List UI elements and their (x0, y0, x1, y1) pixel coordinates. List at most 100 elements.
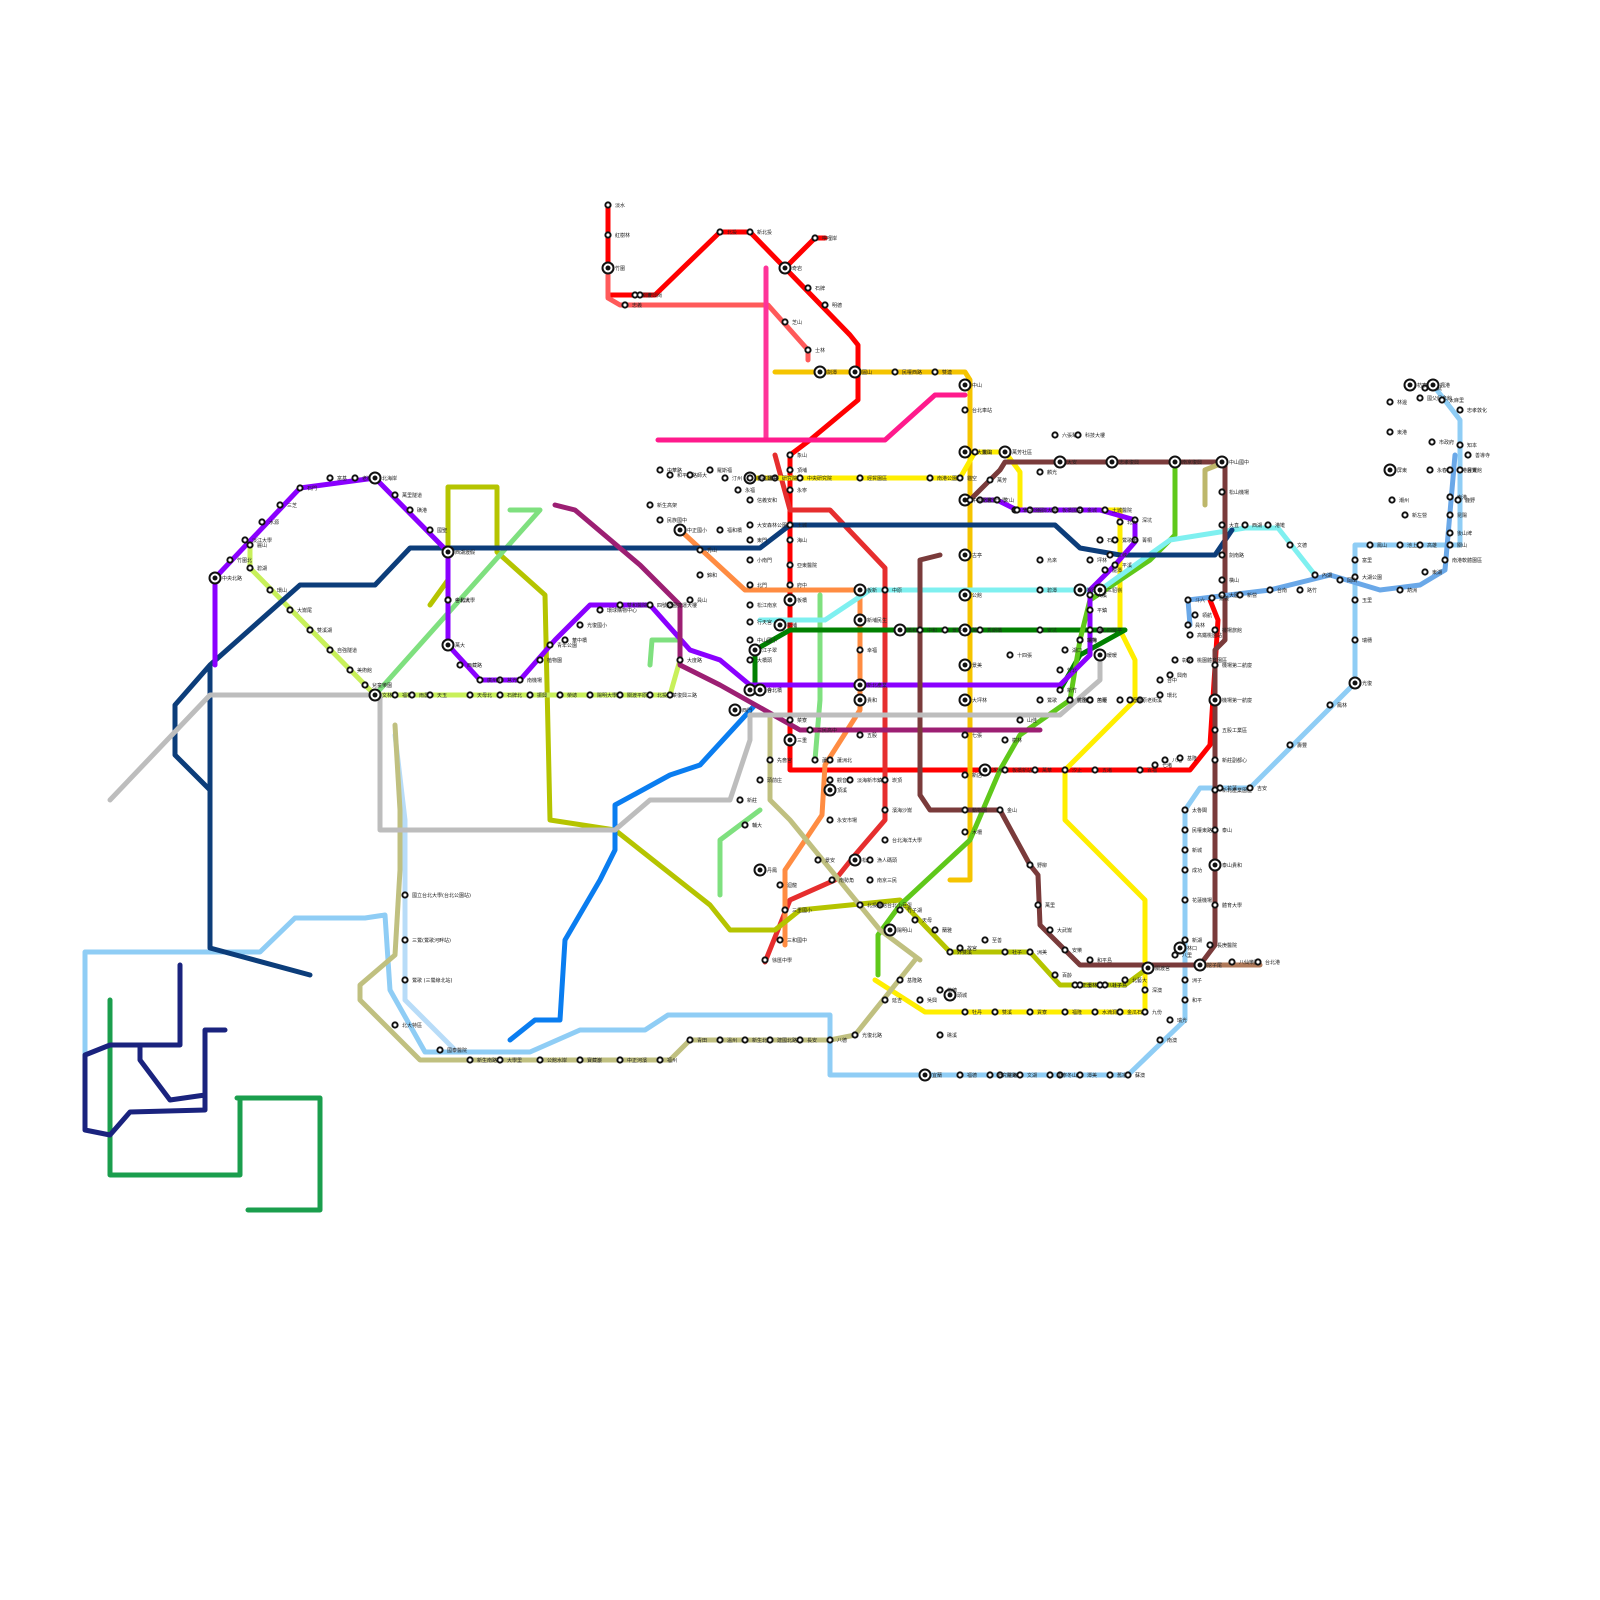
station-s139[interactable]: 興南 (1166, 671, 1187, 679)
station-s047[interactable]: 內湖 (1311, 571, 1332, 579)
station-s089[interactable]: 輔大 (741, 821, 762, 829)
station-s127[interactable]: 泰山 (1211, 826, 1232, 834)
station-s011[interactable]: 石牌 (804, 284, 825, 292)
station-s126[interactable]: 泰山貴和 (1208, 858, 1243, 872)
station-s179[interactable]: 新北產業 (853, 678, 888, 692)
station-s078[interactable]: 北門 (746, 581, 767, 589)
station-s038[interactable]: 忠孝復興 (1105, 455, 1140, 469)
station-s087[interactable]: 頭前庄 (756, 776, 782, 784)
station-s289[interactable]: 福和橋 (716, 526, 742, 534)
station-s094[interactable]: 徐匯中學 (761, 956, 792, 964)
station-s141[interactable]: 老街溪 (1136, 696, 1162, 704)
station-s212[interactable]: 和平 (1181, 996, 1202, 1004)
station-s222[interactable]: 玉里 (1351, 596, 1372, 604)
station-s214[interactable]: 新城 (1181, 846, 1202, 854)
station-s373[interactable]: 西湖渡假 (441, 545, 476, 559)
station-s161[interactable]: 三貂嶺 (1093, 583, 1123, 597)
station-s202[interactable]: 貢寮 (1026, 1008, 1047, 1016)
station-s046[interactable]: 文德 (1286, 541, 1307, 549)
station-s105[interactable]: 陽明山 (883, 923, 913, 937)
station-s140[interactable]: 環北 (1156, 691, 1177, 699)
station-s349[interactable]: 福林 (391, 691, 412, 699)
station-s326[interactable]: 基隆路 (896, 976, 922, 984)
station-s182[interactable]: 蘆洲北 (826, 756, 852, 764)
station-s305[interactable]: 萬大 (441, 638, 466, 652)
station-s194[interactable]: 和平島 (1086, 956, 1112, 964)
station-s317[interactable]: 福州 (656, 1056, 677, 1064)
station-s271[interactable]: 指南宮 (966, 496, 992, 504)
station-s061[interactable]: 西門 (728, 703, 753, 717)
station-s374[interactable]: 中和坑 (444, 596, 470, 604)
station-s343[interactable]: 大崙尾 (286, 606, 312, 614)
station-s198[interactable]: 九份 (1141, 1008, 1162, 1016)
station-s148[interactable]: 浮洲 (978, 763, 1003, 777)
station-s296[interactable]: 環球購物中心 (596, 606, 637, 614)
station-s282[interactable]: 新生高架 (646, 501, 677, 509)
station-s039[interactable]: 南京復興 (1168, 455, 1203, 469)
station-s032[interactable]: 萬芳社區 (998, 445, 1033, 459)
station-s332[interactable]: 康寧 (1046, 1071, 1067, 1079)
station-s007[interactable]: 北投 (716, 228, 737, 236)
station-s164[interactable]: 深坑 (1131, 516, 1152, 524)
station-s169[interactable]: 安坑 (1036, 626, 1057, 634)
station-s263[interactable]: 土城醫院 (1101, 506, 1132, 514)
station-s224[interactable]: 池上 (1396, 541, 1417, 549)
station-s278[interactable]: 舊莊 (758, 474, 779, 482)
station-s331[interactable]: 文湖 (1016, 1071, 1037, 1079)
station-s181[interactable]: 五股 (856, 731, 877, 739)
station-s048[interactable]: 大湖公園 (1351, 573, 1382, 581)
station-s170[interactable]: 十四張 (1006, 651, 1032, 659)
station-s075[interactable]: 大安森林公園 (746, 521, 787, 529)
station-s285[interactable]: 師大 (686, 471, 707, 479)
station-s157[interactable]: 暖暖 (1093, 648, 1118, 662)
station-s191[interactable]: 萬里 (1034, 901, 1055, 909)
station-s237[interactable]: 新左營 (1401, 511, 1427, 519)
station-s060[interactable]: 善導寺 (1464, 451, 1490, 459)
station-s130[interactable]: 五股工業區 (1211, 726, 1247, 734)
station-s155[interactable]: 八堵 (1161, 756, 1182, 764)
station-s253[interactable]: 竹北 (1056, 666, 1077, 674)
station-s124[interactable]: 長庚醫院 (1206, 941, 1237, 949)
station-s216[interactable]: 花蓮 (1216, 784, 1237, 792)
station-s226[interactable]: 鹿野 (1454, 496, 1475, 504)
station-s121[interactable]: 八仙樂園 (1228, 958, 1259, 966)
station-s367[interactable]: 富基 (326, 474, 347, 482)
station-s183[interactable]: 觀音山 (826, 776, 852, 784)
station-s217[interactable]: 吉安 (1246, 784, 1267, 792)
station-s173[interactable]: 中和 (916, 626, 937, 634)
station-s315[interactable]: 寶藏巖 (576, 1056, 602, 1064)
station-s206[interactable]: 礁溪 (936, 1031, 957, 1039)
station-s036[interactable]: 科技大樓 (1074, 431, 1105, 439)
station-s209[interactable]: 冬山 (1056, 1071, 1077, 1079)
station-s184[interactable]: 淡海新市鎮 (846, 776, 882, 784)
station-s357[interactable]: 關渡平原 (616, 691, 647, 699)
station-s180[interactable]: 貴和 (853, 693, 878, 707)
station-s225[interactable]: 關山 (1446, 541, 1467, 549)
station-s015[interactable]: 劍潭 (813, 365, 838, 379)
station-s241[interactable]: 路竹 (1296, 586, 1317, 594)
station-s251[interactable]: 竹南 (1066, 696, 1087, 704)
station-s026[interactable]: 景美 (958, 658, 983, 672)
station-s312[interactable]: 新生南路 (466, 1056, 497, 1064)
station-s005[interactable]: 忠義 (621, 301, 642, 309)
station-s070[interactable]: 永寧 (786, 486, 807, 494)
station-s304[interactable]: 西藏路 (456, 661, 482, 669)
station-s346[interactable]: 美術館 (346, 666, 372, 674)
station-s229[interactable]: 太麻里 (1438, 396, 1464, 404)
station-s167[interactable]: 烏來 (1036, 556, 1057, 564)
station-s125[interactable]: 體育大學 (1211, 901, 1242, 909)
station-s354[interactable]: 振興 (526, 691, 547, 699)
station-s210[interactable]: 蘇澳 (1124, 1071, 1145, 1079)
station-s067[interactable]: 亞東醫院 (786, 561, 817, 569)
station-s339[interactable]: 民權東路 (1181, 826, 1212, 834)
station-s262[interactable]: 北大 (1116, 518, 1137, 526)
station-s266[interactable]: 台灣大學 (1026, 506, 1057, 514)
station-s174[interactable]: 橋和 (893, 623, 918, 637)
station-s138[interactable]: 桃園體育園區 (1186, 656, 1227, 664)
station-s307[interactable]: 國立台北大學(台北公園站) (401, 891, 471, 899)
station-s187[interactable]: 台北海洋大學 (881, 836, 922, 844)
station-s050[interactable]: 東湖 (1421, 568, 1442, 576)
station-s288[interactable]: 永福 (734, 486, 755, 494)
station-s031[interactable]: 木柵 (961, 828, 982, 836)
station-s245[interactable]: 斗六 (1184, 596, 1205, 604)
